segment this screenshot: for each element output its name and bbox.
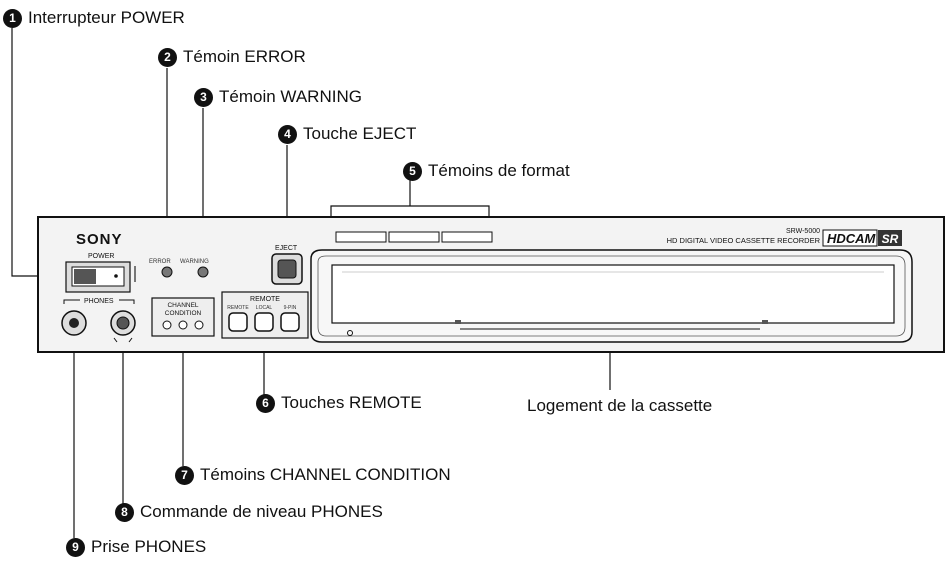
power-switch-dot [114,274,118,278]
callout-phones-level: 8 Commande de niveau PHONES [115,502,383,522]
callout-label: Témoin ERROR [183,47,306,66]
callout-label: Prise PHONES [91,537,207,556]
remote-sub-label-2: LOCAL [256,305,273,311]
hdcam-logo: HDCAM [827,231,877,246]
eject-button[interactable] [277,259,297,279]
channel-led-1 [162,320,172,330]
format-indicator-2 [388,231,440,243]
callout-label: Témoin WARNING [219,87,362,106]
bracket-format [330,205,490,216]
callout-label: Commande de niveau PHONES [140,502,383,521]
callout-power-switch: 1 Interrupteur POWER [3,8,185,28]
phones-bracket-right [119,299,135,304]
warning-led [197,266,209,278]
model-description: HD DIGITAL VIDEO CASSETTE RECORDER [667,236,821,245]
phones-level-scale [113,337,133,343]
hdcam-logo-box [822,229,878,247]
cassette-slot-inner-frame [317,255,906,337]
callout-label: Témoins CHANNEL CONDITION [200,465,451,484]
remote-label: REMOTE [250,296,280,303]
callout-number: 1 [3,8,22,28]
callout-channel-condition: 7 Témoins CHANNEL CONDITION [175,465,451,485]
callout-number: 9 [66,537,85,557]
cassette-slot-screw [347,330,353,336]
remote-sub-label-1: REMOTE [227,305,249,311]
callout-number: 5 [403,161,422,181]
error-led [161,266,173,278]
error-label: ERROR [149,259,171,265]
callout-phones-jack: 9 Prise PHONES [66,537,206,557]
power-label: POWER [88,253,114,260]
power-switch-rocker [74,269,96,284]
callout-number: 8 [115,502,134,522]
remote-sub-label-3: 9-PIN [284,305,297,311]
phones-jack-hole [69,318,79,328]
cassette-slot-clip-left [455,320,461,324]
channel-condition-box [151,297,215,337]
callout-label: Touche EJECT [303,124,417,143]
channel-label-line2: CONDITION [165,310,202,317]
format-indicator-3 [441,231,493,243]
callout-warning-indicator: 3 Témoin WARNING [194,87,362,107]
power-indicator [134,266,136,282]
callout-number: 2 [158,47,177,67]
format-indicator-1 [335,231,387,243]
remote-button-2[interactable] [254,312,274,332]
callout-label: Interrupteur POWER [28,8,185,27]
sr-badge-text: SR [882,232,899,246]
phones-bracket-left [63,299,80,304]
callout-eject-button: 4 Touche EJECT [278,124,416,144]
channel-led-3 [194,320,204,330]
warning-label: WARNING [180,259,209,265]
callout-label: Touches REMOTE [281,393,422,412]
brand-logo: SONY [76,231,123,248]
channel-led-2 [178,320,188,330]
callout-label: Témoins de format [428,161,570,180]
phones-level-knob-cap [116,316,130,330]
callout-number: 7 [175,465,194,485]
callout-number: 4 [278,124,297,144]
remote-button-3[interactable] [280,312,300,332]
cassette-slot-label: Logement de la cassette [527,396,713,415]
remote-button-1[interactable] [228,312,248,332]
callout-number: 6 [256,393,275,413]
callout-error-indicator: 2 Témoin ERROR [158,47,306,67]
eject-label: EJECT [275,245,298,252]
cassette-slot-door[interactable] [331,264,895,324]
phones-label: PHONES [84,298,114,305]
model-number: SRW-5000 [786,228,820,235]
callout-number: 3 [194,87,213,107]
cassette-slot-clip-right [762,320,768,324]
callout-format-indicators: 5 Témoins de format [403,161,570,181]
channel-label-line1: CHANNEL [167,302,198,309]
sr-badge [878,230,902,246]
callout-remote-buttons: 6 Touches REMOTE [256,393,422,413]
